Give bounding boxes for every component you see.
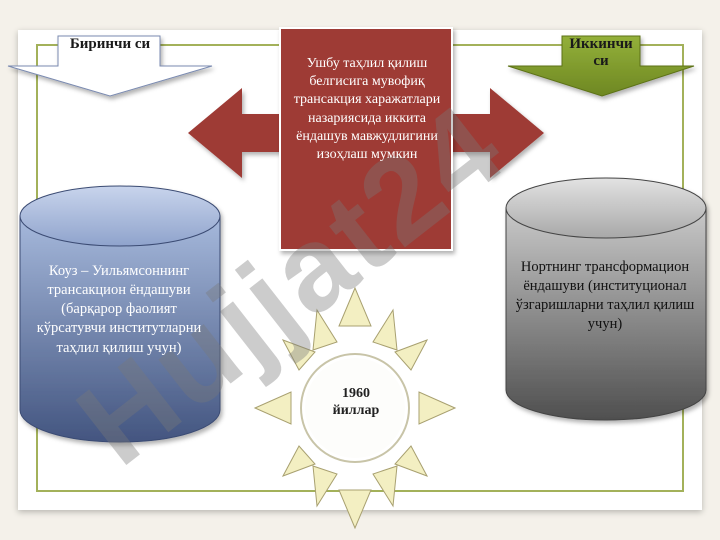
right-tag-label: Иккинчи си — [569, 36, 633, 70]
center-box — [279, 27, 453, 251]
right-tag-shape — [507, 35, 695, 97]
left-tag-shape — [7, 35, 213, 97]
left-tag-label: Биринчи си — [69, 36, 151, 52]
right-cylinder — [505, 177, 707, 421]
left-cylinder-text: Коуз – Уильямсоннинг трансакцион ёндашув… — [36, 263, 202, 356]
sun-text: 1960 йиллар — [332, 386, 380, 418]
center-box-text: Ушбу таҳлил қилиш белгисига мувофиқ тран… — [293, 56, 441, 162]
right-cylinder-text: Нортнинг трансформацион ёндашуви (инстит… — [515, 259, 695, 333]
left-cylinder — [19, 185, 221, 443]
sun-shape — [253, 286, 457, 530]
